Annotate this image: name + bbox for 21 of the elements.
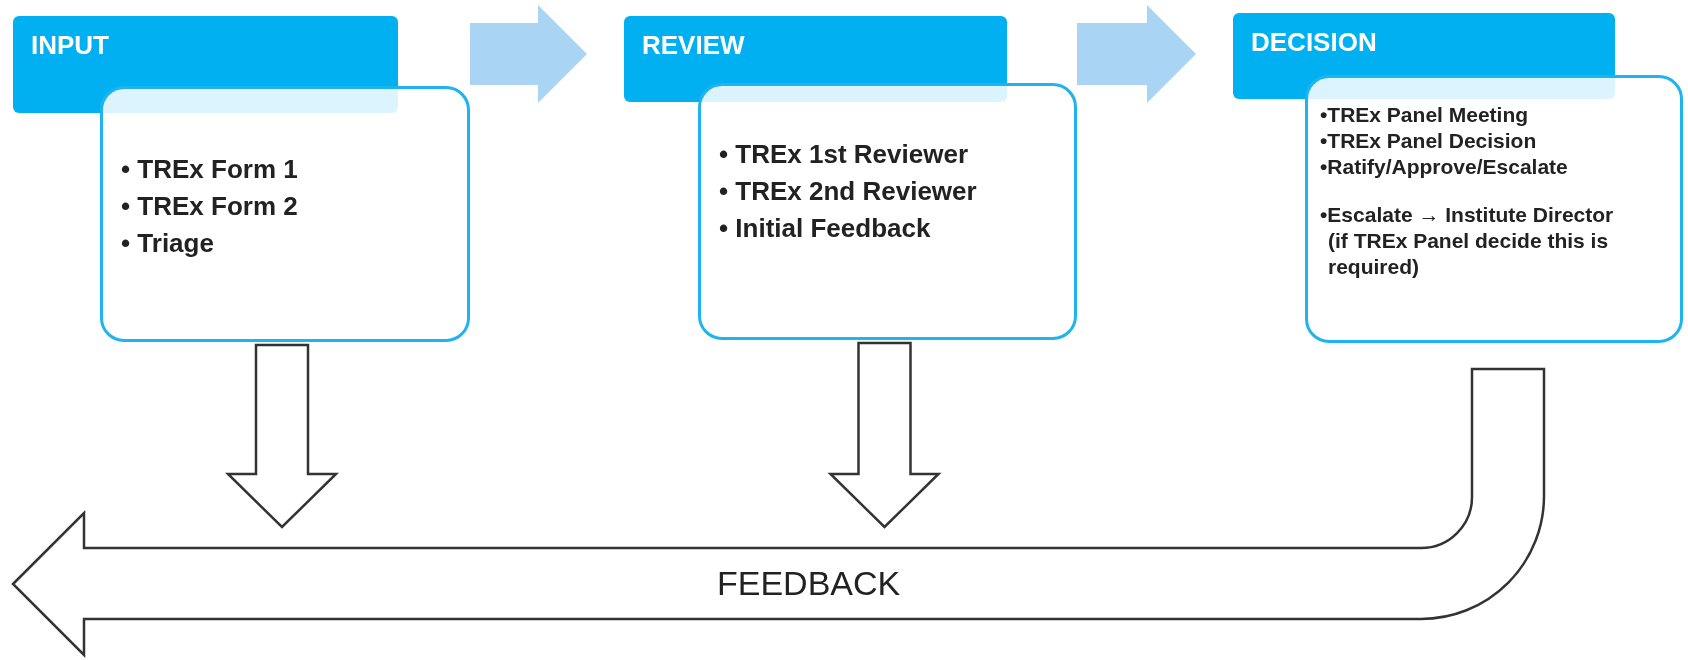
bullet-item: • TREx Form 2: [121, 190, 299, 223]
stage-title: DECISION: [1251, 27, 1377, 58]
block-arrow: [470, 5, 587, 103]
feedback-label: FEEDBACK: [717, 564, 901, 603]
stage-title: REVIEW: [642, 30, 745, 61]
bullet-item: • TREx 1st Reviewer: [719, 138, 969, 171]
bullet-item: • TREx Form 1: [121, 153, 299, 186]
block-arrow: [1077, 5, 1196, 103]
stage-box: [1305, 75, 1683, 343]
stage-box: [698, 83, 1077, 340]
stage-box: [100, 86, 470, 342]
bullet-item: •Ratify/Approve/Escalate: [1320, 154, 1569, 180]
block-arrow: [827, 341, 942, 529]
bullet-item: •TREx Panel Decision: [1320, 128, 1538, 154]
bullet-item: • Initial Feedback: [719, 212, 932, 245]
block-arrow: [224, 343, 340, 529]
bullet-item: • TREx 2nd Reviewer: [719, 175, 978, 208]
bullet-item: • Triage: [121, 227, 215, 260]
stage-title: INPUT: [31, 30, 109, 61]
bullet-item: •TREx Panel Meeting: [1320, 102, 1530, 128]
bullet-item: •Escalate → Institute Director (if TREx Panel decide this is required): [1320, 202, 1615, 280]
